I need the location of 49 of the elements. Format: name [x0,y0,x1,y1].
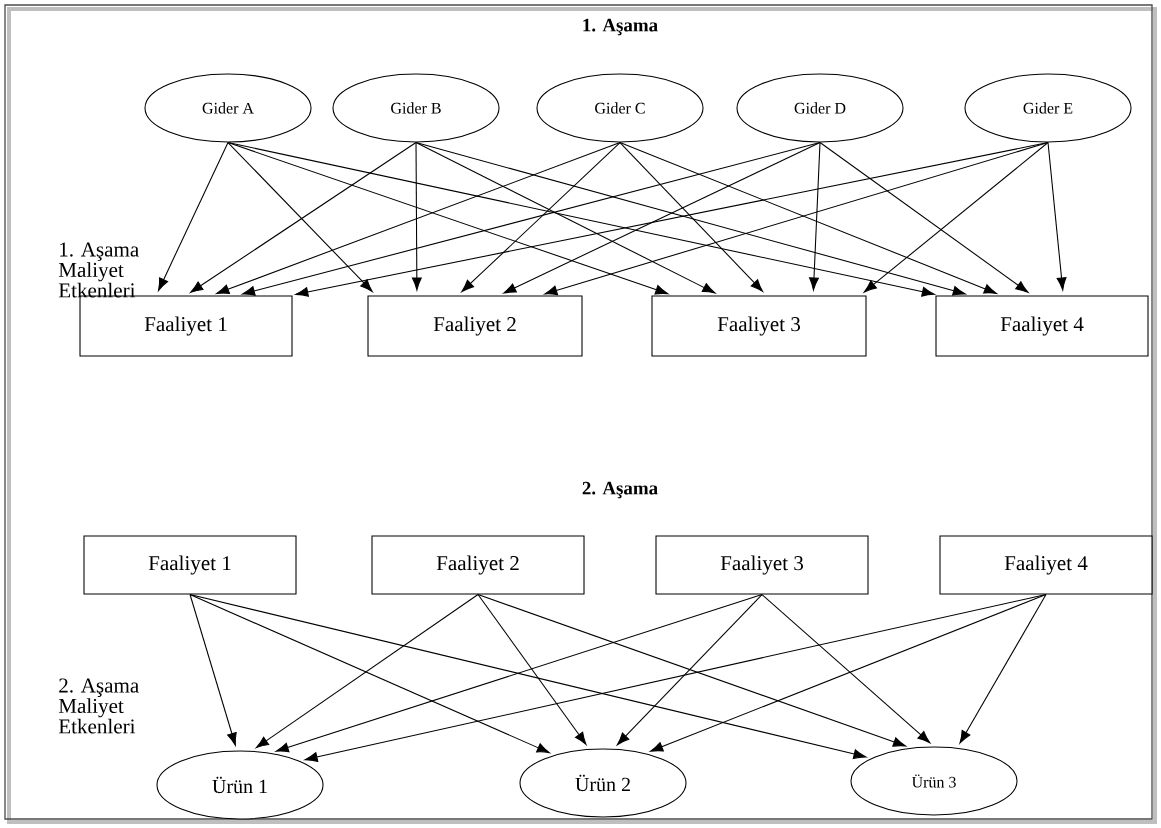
arrow [242,142,821,296]
arrow [295,142,1049,297]
arrow [809,142,821,291]
process-box: Faaliyet 1 [83,535,297,595]
ellipse-node: Gider B [332,73,500,143]
arrow [189,594,237,746]
arrow [959,594,1047,744]
arrow [227,142,935,297]
stage-heading: 1. Aşama [583,18,658,36]
arrow [544,142,1049,296]
arrow [1047,142,1067,291]
ellipse-node: Ürün 2 [519,748,687,818]
arrow [415,142,716,294]
ellipse-node: Gider E [964,73,1132,143]
arrow [819,142,1029,293]
stage-heading: 2. Aşama [582,481,658,499]
ellipse-node: Gider C [536,73,704,143]
arrow [304,594,1047,762]
arrow [189,594,867,759]
ellipse-node: Ürün 1 [156,750,324,820]
node-label: Ürün 1 [212,776,267,794]
process-box: Faaliyet 4 [935,295,1149,357]
side-label: 1. Aşama Maliyet Etkenleri [58,242,139,298]
arrow [761,594,931,744]
process-box: Faaliyet 4 [939,535,1153,595]
arrow [158,142,229,291]
arrow [477,594,587,745]
ellipse-node: Gider D [736,73,904,143]
arrow [461,142,621,293]
arrow [616,594,763,746]
process-box: Faaliyet 2 [367,295,583,357]
process-box: Faaliyet 3 [655,535,869,595]
arrow [255,594,479,749]
arrow [477,594,907,747]
arrow [411,142,422,291]
ellipse-node: Gider A [144,73,312,143]
arrow [863,142,1049,293]
side-label: 2. Aşama Maliyet Etkenleri [58,678,139,734]
arrow [619,142,764,292]
arrow [503,142,821,294]
arrow [275,594,763,753]
arrow [227,142,373,292]
process-box: Faaliyet 3 [651,295,867,357]
arrow [619,142,997,294]
process-box: Faaliyet 2 [371,535,585,595]
ellipse-node: Ürün 3 [850,746,1018,816]
arrow [650,594,1047,752]
arrow [415,142,966,296]
arrow [190,142,417,293]
